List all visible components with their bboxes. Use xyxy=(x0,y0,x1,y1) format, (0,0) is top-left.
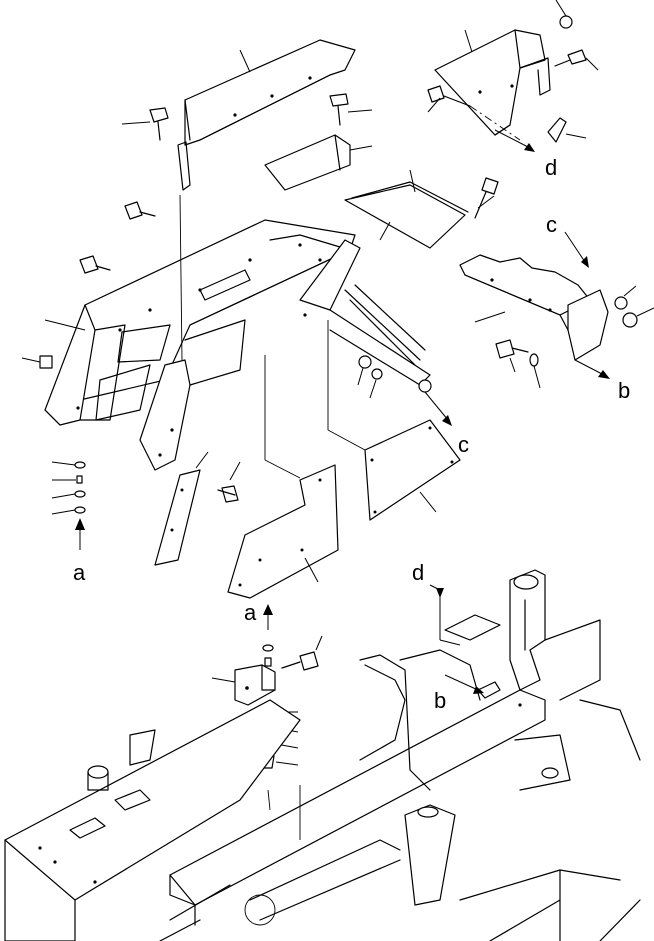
chassis-frame xyxy=(4,569,641,941)
bolt xyxy=(554,49,599,71)
nut xyxy=(614,285,654,328)
label-b-right: b xyxy=(618,378,630,403)
bolt xyxy=(121,107,169,141)
bolt xyxy=(474,177,499,219)
right-cover-panel xyxy=(327,320,461,521)
arrow-to-b xyxy=(574,359,610,379)
small-bracket-plate xyxy=(264,134,351,191)
frame-plate-d xyxy=(429,584,501,646)
label-c-arrow: c xyxy=(458,432,469,457)
nut xyxy=(21,355,53,369)
washer xyxy=(529,353,541,389)
bolt xyxy=(217,461,241,503)
label-c-bracket: c xyxy=(546,212,557,237)
label-d-top: d xyxy=(545,155,557,180)
frame-plate-b xyxy=(444,674,501,699)
washer-stack xyxy=(51,461,86,515)
arrow-to-d xyxy=(494,129,535,152)
bolt xyxy=(124,201,156,220)
wedge-plate xyxy=(344,169,469,249)
label-a-top: a xyxy=(244,600,257,625)
bolt xyxy=(329,93,373,126)
front-panel-small xyxy=(154,451,209,566)
label-b-frame: b xyxy=(434,688,446,713)
main-support-frame xyxy=(44,219,431,471)
nut xyxy=(357,355,383,399)
bolt xyxy=(495,339,529,373)
arrow-up-a-top xyxy=(263,604,273,630)
right-bracket-c xyxy=(459,254,609,361)
label-d-frame: d xyxy=(412,560,424,585)
top-cover-plate xyxy=(177,39,356,191)
label-a-bottom: a xyxy=(73,560,86,585)
leader-c xyxy=(564,231,589,268)
arrow-to-c xyxy=(424,391,452,426)
bolt xyxy=(281,635,323,671)
top-right-bracket-assembly xyxy=(434,29,567,143)
nut xyxy=(418,379,432,393)
lower-cover-panel xyxy=(227,355,339,599)
nut xyxy=(555,0,573,29)
arrow-up-a xyxy=(75,518,85,550)
bolt xyxy=(427,85,471,113)
mounting-bracket xyxy=(211,664,276,706)
bolt xyxy=(79,255,111,274)
